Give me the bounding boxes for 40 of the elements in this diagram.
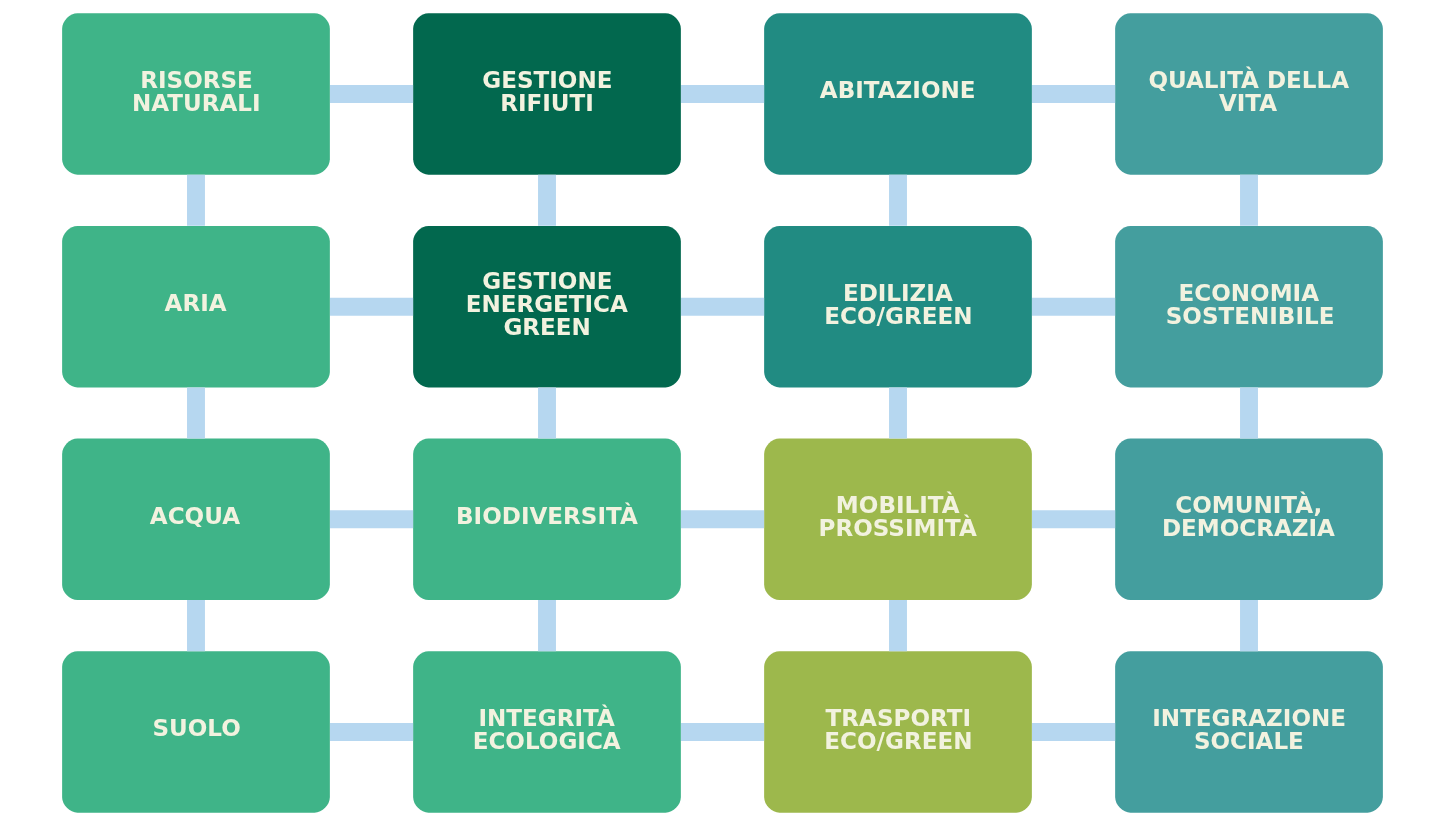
node-box: INTEGRITÀ ECOLOGICA <box>412 651 681 813</box>
node-box: MOBILITÀ PROSSIMITÀ <box>763 438 1032 601</box>
node-box: COMUNITÀ, DEMOCRAZIA <box>1114 438 1383 601</box>
connector <box>537 174 556 226</box>
node-box: ARIA <box>61 225 330 388</box>
connector <box>1239 387 1258 439</box>
node-box: INTEGRAZIONE SOCIALE <box>1114 651 1383 813</box>
connector <box>186 174 205 226</box>
connector <box>680 723 764 741</box>
node-box: ECONOMIA SOSTENIBILE <box>1114 225 1383 388</box>
connector <box>329 297 413 316</box>
node-box: RISORSE NATURALI <box>61 13 330 175</box>
node-box: BIODIVERSITÀ <box>412 438 681 601</box>
connector <box>680 297 764 316</box>
connector <box>329 723 413 741</box>
connector <box>1031 723 1115 741</box>
connector <box>186 387 205 439</box>
connector <box>1031 297 1115 316</box>
connector <box>680 85 764 103</box>
node-box: SUOLO <box>61 651 330 813</box>
connector <box>888 174 907 226</box>
connector <box>1031 85 1115 103</box>
connector <box>888 600 907 652</box>
connector <box>1239 600 1258 652</box>
connector <box>1239 174 1258 226</box>
node-box: GESTIONE RIFIUTI <box>412 13 681 175</box>
node-box: GESTIONE ENERGETICA GREEN <box>412 225 681 388</box>
connector <box>329 510 413 529</box>
connector <box>186 600 205 652</box>
node-box: ACQUA <box>61 438 330 601</box>
node-box: ABITAZIONE <box>763 13 1032 175</box>
connector <box>680 510 764 529</box>
connector <box>888 387 907 439</box>
connector <box>537 600 556 652</box>
node-box: EDILIZIA ECO/GREEN <box>763 225 1032 388</box>
connector <box>537 387 556 439</box>
node-box: QUALITÀ DELLA VITA <box>1114 13 1383 175</box>
connector <box>1031 510 1115 529</box>
node-box: TRASPORTI ECO/GREEN <box>763 651 1032 813</box>
connector <box>329 85 413 103</box>
